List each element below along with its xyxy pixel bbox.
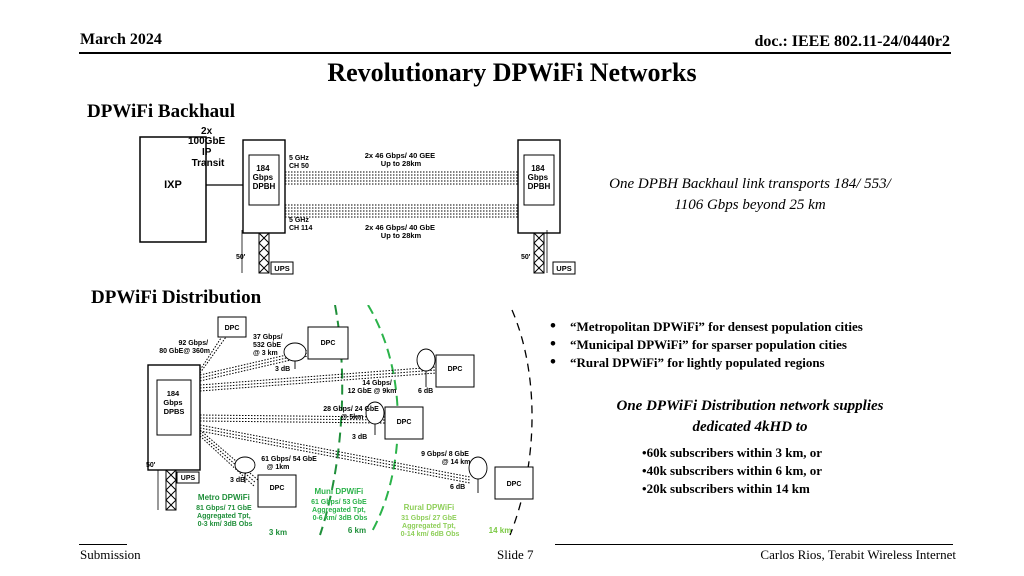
link-label-61: 61 Gbps/ 54 GbE @ 1km (261, 456, 319, 471)
svg-text:DPC: DPC (225, 325, 240, 332)
db-label-2: 6 dB (418, 388, 433, 395)
transit-label: 2x 100GbE IP Transit (188, 126, 228, 169)
backhaul-heading: DPWiFi Backhaul (87, 101, 235, 122)
subscriber-list: 60k subscribers within 3 km, or 40k subs… (642, 444, 823, 498)
hub-tower (165, 469, 177, 511)
backhaul-right-radio (523, 154, 555, 206)
ups-right-box (552, 261, 576, 275)
zone-type-list: “Metropolitan DPWiFi” for densest popula… (550, 317, 863, 372)
footer-author: Carlos Rios, Terabit Wireless Internet (760, 547, 956, 562)
db-label-5: 6 dB (450, 484, 465, 491)
channel-top-label: 5 GHz CH 50 (289, 155, 311, 170)
radius-6km: 6 km (348, 526, 366, 535)
backhaul-diagram: IXP 2x 100GbE IP Transit 184 Gbps DPBH 1… (139, 126, 576, 275)
link-label-92: 92 Gbps/ 80 GbE@ 360m (159, 340, 210, 355)
svg-text:DPC: DPC (321, 340, 336, 347)
header-rule (79, 52, 951, 54)
list-item: 40k subscribers within 6 km, or (642, 462, 823, 480)
hub-radio (156, 379, 192, 436)
list-item: “Metropolitan DPWiFi” for densest popula… (550, 317, 863, 336)
dpc-6: DPC (494, 466, 534, 500)
footer-slide-number: Slide 7 (497, 547, 534, 562)
rural-zone-caption: Rural DPWiFi 31 Gbps/ 27 GbE Aggregated … (401, 503, 460, 538)
muni-boundary-arc (367, 305, 399, 536)
dpc-3: DPC (435, 354, 475, 388)
metro-zone-caption: Metro DPWiFi 81 Gbps/ 71 GbE Aggregated … (196, 493, 254, 528)
svg-text:DPC: DPC (448, 366, 463, 373)
svg-text:DPC: DPC (270, 485, 285, 492)
backhaul-left-radio (248, 154, 280, 206)
list-item: “Municipal DPWiFi” for sparser populatio… (550, 335, 863, 354)
header-date: March 2024 (80, 31, 162, 48)
link-label-37: 37 Gbps/ 532 GbE @ 3 km (253, 334, 285, 357)
db-label-3: 3 dB (352, 434, 367, 441)
footer-submission: Submission (80, 547, 141, 562)
hub-ups-label: UPS (181, 475, 196, 482)
left-height-label: 50' (236, 254, 246, 261)
channel-bottom-label: 5 GHz CH 114 (289, 217, 312, 232)
list-item: 20k subscribers within 14 km (642, 480, 822, 498)
list-item: “Rural DPWiFi” for lightly populated reg… (550, 353, 863, 372)
ups-left-label: UPS (274, 264, 289, 273)
page-title: Revolutionary DPWiFi Networks (327, 58, 697, 87)
hub-label: 184 Gbps DPBS (163, 389, 184, 416)
db-label-4: 3 dB (230, 477, 245, 484)
ups-left-box (270, 261, 294, 275)
link-bottom-label: 2x 46 Gbps/ 40 GbE Up to 28km (365, 223, 437, 240)
dpc-2: DPC (307, 326, 349, 360)
muni-zone-caption: Muni DPWiFi 61 Gbps/ 53 GbE Aggregated T… (311, 487, 369, 522)
list-item: 60k subscribers within 3 km, or (642, 444, 823, 462)
dpc-5: DPC (257, 474, 297, 508)
link-label-14: 14 Gbps/ 12 GbE @ 9km (348, 380, 397, 395)
distribution-diagram: 184 Gbps DPBS 50' UPS DPC DPC DPC DPC DP… (146, 305, 534, 538)
ixp-box (139, 136, 207, 243)
backhaul-left-label: 184 Gbps DPBH (253, 164, 276, 191)
hub-height-label: 50' (146, 462, 156, 469)
svg-text:DPC: DPC (397, 419, 412, 426)
footer-rule-left (79, 544, 127, 545)
backhaul-note: One DPBH Backhaul link transports 184/ 5… (609, 176, 891, 213)
backhaul-links (285, 171, 518, 218)
backhaul-right-label: 184 Gbps DPBH (528, 164, 551, 191)
svg-text:DPC: DPC (507, 481, 522, 488)
header-doc-id: doc.: IEEE 802.11-24/0440r2 (754, 33, 950, 50)
link-label-9: 9 Gbps/ 8 GbE @ 14 km (421, 451, 471, 466)
right-height-label: 50' (521, 254, 531, 261)
hub-ups-box (176, 471, 200, 484)
tree-obstacles (234, 342, 488, 493)
link-label-28: 28 Gbps/ 24 GbE @ 5km (323, 406, 381, 421)
link-top-label: 2x 46 Gbps/ 40 GEE Up to 28km (365, 151, 438, 168)
radius-3km: 3 km (269, 528, 287, 537)
backhaul-right-tower (533, 232, 545, 274)
backhaul-left-tower (258, 232, 270, 274)
ixp-label: IXP (164, 179, 182, 191)
distribution-note: One DPWiFi Distribution network supplies… (616, 398, 884, 435)
radius-14km: 14 km (489, 526, 512, 535)
dpc-4: DPC (384, 406, 424, 440)
dpc-1: DPC (217, 316, 247, 338)
footer-rule-right (555, 544, 953, 545)
db-label-1: 3 dB (275, 366, 290, 373)
rural-boundary-arc (509, 309, 533, 536)
ups-right-label: UPS (556, 264, 571, 273)
distribution-heading: DPWiFi Distribution (91, 287, 262, 308)
